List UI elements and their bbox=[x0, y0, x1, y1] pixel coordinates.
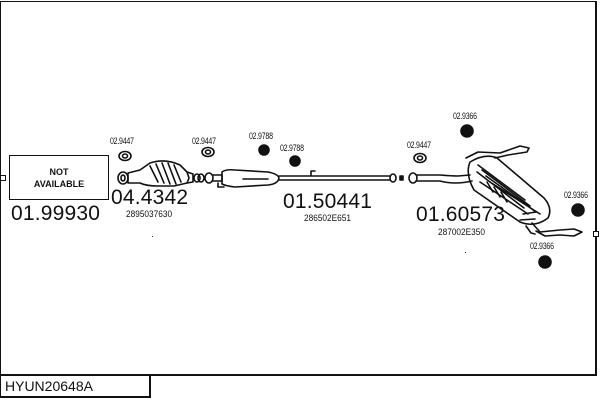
centre-silencer-icon bbox=[197, 168, 397, 188]
part-number-centre-silencer[interactable]: 01.50441 bbox=[283, 190, 373, 213]
gasket-icon bbox=[201, 146, 215, 158]
accessory-number-gasket-2[interactable]: 02.9447 bbox=[192, 136, 216, 146]
oem-number-rear-silencer: 287002E350 bbox=[438, 227, 485, 237]
dot-marker bbox=[152, 236, 153, 237]
part-number-front-pipe[interactable]: 01.99930 bbox=[11, 202, 101, 225]
accessory-number-mount-4[interactable]: 02.9366 bbox=[564, 190, 588, 200]
catalytic-converter-icon bbox=[117, 160, 201, 187]
right-connector-tab bbox=[593, 231, 599, 237]
accessory-number-mount-5[interactable]: 02.9366 bbox=[530, 241, 554, 251]
gasket-icon bbox=[118, 150, 132, 162]
rubber-mount-icon bbox=[571, 203, 585, 217]
accessory-number-mount-3[interactable]: 02.9366 bbox=[453, 111, 477, 121]
oem-number-catalytic-converter: 2895037630 bbox=[126, 209, 173, 219]
rubber-mount-icon bbox=[258, 144, 270, 156]
accessory-number-mount-2[interactable]: 02.9788 bbox=[280, 143, 304, 153]
dot-marker bbox=[465, 252, 466, 253]
oem-number-centre-silencer: 286502E651 bbox=[304, 213, 351, 223]
gasket-icon bbox=[413, 152, 427, 164]
diagram-frame bbox=[0, 1, 597, 376]
not-available-line-2: AVAILABLE bbox=[33, 178, 85, 189]
rear-silencer-icon bbox=[408, 145, 583, 237]
not-available-box[interactable]: NOT AVAILABLE bbox=[9, 155, 109, 200]
part-number-rear-silencer[interactable]: 01.60573 bbox=[416, 203, 506, 226]
not-available-line-1: NOT bbox=[49, 166, 69, 177]
rubber-mount-icon bbox=[289, 155, 301, 167]
reference-code-box: HYUN20648A bbox=[0, 376, 151, 398]
rubber-mount-icon bbox=[460, 124, 474, 138]
accessory-number-gasket-1[interactable]: 02.9447 bbox=[110, 136, 134, 146]
reference-code: HYUN20648A bbox=[5, 378, 93, 394]
rubber-mount-icon bbox=[538, 255, 552, 269]
accessory-number-gasket-3[interactable]: 02.9447 bbox=[407, 140, 431, 150]
left-connector-tab bbox=[0, 175, 6, 181]
part-number-catalytic-converter[interactable]: 04.4342 bbox=[111, 186, 189, 209]
accessory-number-mount-1[interactable]: 02.9788 bbox=[249, 131, 273, 141]
